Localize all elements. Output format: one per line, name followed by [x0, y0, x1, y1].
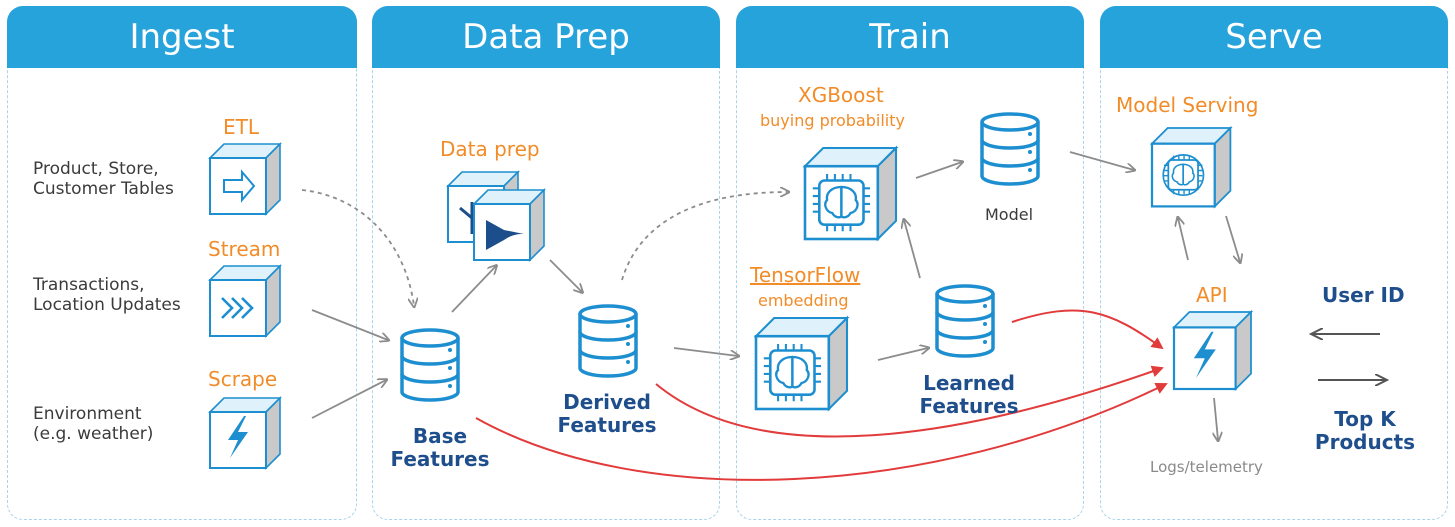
- base-features-line-2: Features: [390, 447, 490, 471]
- api-label: API: [1196, 283, 1228, 307]
- model-label: Model: [985, 205, 1034, 224]
- arrow-base-to-data-prep: [451, 266, 496, 313]
- derived-features-database-icon: [578, 304, 638, 378]
- source-line-2: Customer Tables: [33, 178, 174, 199]
- source-product-tables-label: Product, Store, Customer Tables: [33, 159, 174, 199]
- arrow-xgboost-to-model: [915, 162, 962, 179]
- scrape-label: Scrape: [208, 367, 278, 391]
- base-features-label: Base Features: [388, 425, 492, 471]
- etl-label: ETL: [223, 115, 259, 139]
- xgboost-label: XGBoost: [798, 83, 884, 107]
- learned-features-line-2: Features: [919, 394, 1019, 418]
- red-arrow-base-to-api: [475, 383, 1168, 481]
- xgboost-sublabel: buying probability: [760, 111, 905, 130]
- derived-features-label: Derived Features: [555, 391, 659, 437]
- top-k-line-1: Top K: [1334, 407, 1396, 431]
- source-transactions-label: Transactions, Location Updates: [33, 275, 181, 315]
- red-arrow-derived-to-api: [655, 365, 1164, 438]
- base-features-line-1: Base: [412, 424, 468, 448]
- arrow-model-to-serving: [1069, 151, 1134, 170]
- stream-label: Stream: [208, 237, 281, 261]
- learned-features-label: Learned Features: [916, 372, 1022, 418]
- arrow-serving-to-api: [1225, 215, 1240, 262]
- serve-panel: Serve: [1100, 6, 1448, 520]
- ingest-header: Ingest: [7, 6, 357, 68]
- stream-cube-icon: [209, 265, 281, 337]
- model-serving-cube-icon: [1150, 126, 1232, 208]
- data-prep-panel: Data Prep: [372, 6, 720, 520]
- arrow-derived-to-xgboost: [621, 192, 788, 281]
- top-k-products-label: Top K Products: [1310, 408, 1420, 454]
- arrow-learned-to-xgboost: [904, 220, 921, 279]
- arrow-etl-to-base: [301, 189, 414, 306]
- scrape-cube-icon: [209, 397, 281, 469]
- train-header: Train: [736, 6, 1084, 68]
- learned-features-line-1: Learned: [923, 371, 1015, 395]
- user-id-label: User ID: [1322, 283, 1405, 307]
- model-database-icon: [980, 112, 1040, 186]
- derived-features-line-1: Derived: [563, 390, 651, 414]
- arrow-stream-to-base: [311, 309, 388, 340]
- source-line-6: (e.g. weather): [33, 423, 154, 444]
- arrow-scrape-to-base: [311, 380, 386, 419]
- tensorflow-cube-icon: [754, 316, 849, 411]
- tensorflow-sublabel: embedding: [758, 291, 849, 310]
- arrow-tensorflow-to-learned: [877, 348, 928, 361]
- source-line-3: Transactions,: [33, 275, 145, 295]
- data-prep-label: Data prep: [440, 137, 540, 161]
- source-environment-label: Environment (e.g. weather): [33, 404, 154, 444]
- source-line-4: Location Updates: [33, 294, 181, 315]
- source-line-1: Product, Store,: [33, 159, 159, 179]
- tensorflow-label: TensorFlow: [750, 263, 861, 287]
- logs-telemetry-label: Logs/telemetry: [1150, 458, 1263, 476]
- top-k-line-2: Products: [1314, 430, 1416, 454]
- arrow-api-to-serving: [1178, 218, 1189, 261]
- xgboost-cube-icon: [803, 146, 898, 241]
- arrow-data-prep-to-derived: [549, 259, 582, 292]
- learned-features-database-icon: [935, 284, 995, 358]
- arrow-api-to-logs: [1214, 397, 1218, 440]
- etl-cube-icon: [209, 143, 281, 215]
- arrow-derived-to-tensorflow: [673, 347, 738, 356]
- api-cube-icon: [1172, 310, 1253, 391]
- serve-header: Serve: [1100, 6, 1448, 68]
- base-features-database-icon: [400, 328, 460, 402]
- data-prep-cube-icon: [473, 189, 545, 261]
- derived-features-line-2: Features: [557, 413, 657, 437]
- data-prep-header: Data Prep: [372, 6, 720, 68]
- model-serving-label: Model Serving: [1116, 93, 1259, 117]
- source-line-5: Environment: [33, 404, 142, 424]
- red-arrow-learned-to-api: [1011, 309, 1164, 350]
- ingest-panel: Ingest: [7, 6, 357, 520]
